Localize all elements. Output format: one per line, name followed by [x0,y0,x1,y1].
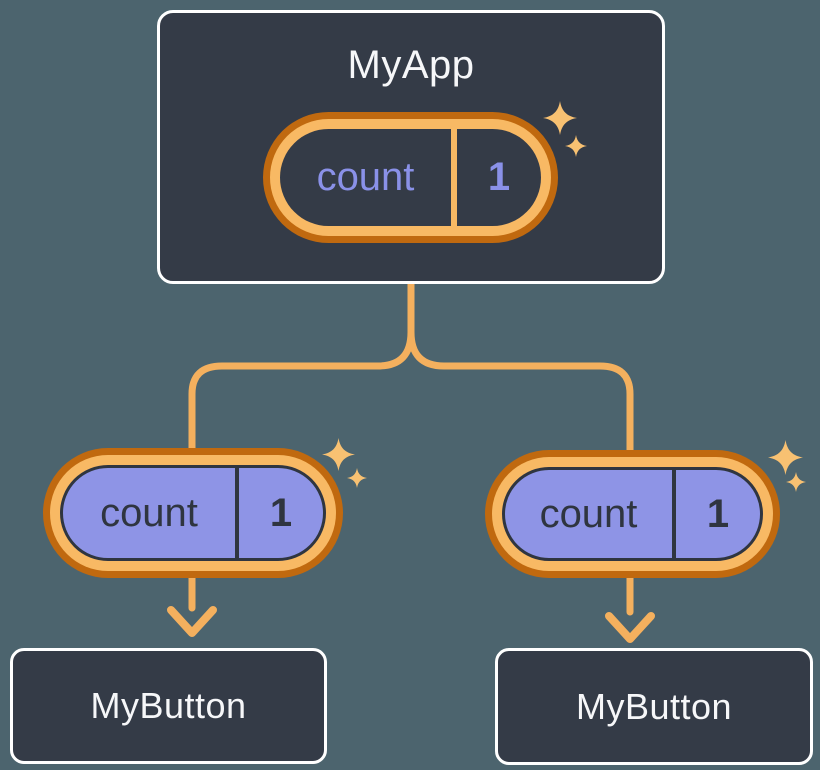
node-mybutton-right: MyButton [495,648,813,765]
pill-divider [451,129,457,226]
pill-divider [672,470,676,558]
arrow-down-icon [605,612,655,643]
pill-inner-ring: count 1 [270,119,551,236]
sparkle-icon [786,472,806,492]
pill-value-label: 1 [269,490,293,535]
sparkle-icon [543,101,577,135]
pill-divider [235,468,239,558]
arrow-down-icon [167,606,217,637]
pill-name-label: count [100,490,198,535]
prop-pill-mybutton-left: count 1 [43,448,343,578]
pill-value-label: 1 [487,155,511,199]
prop-pill-mybutton-right: count 1 [485,450,780,578]
sparkle-icon [322,438,355,471]
sparkle-icon [768,440,803,475]
sparkle-icon [347,468,367,488]
pill-inner-ring: count 1 [492,457,773,571]
node-title: MyButton [90,685,247,726]
pill-outer-ring: count 1 [485,450,780,578]
pill-outer-ring: count 1 [263,112,558,243]
pill-outer-ring: count 1 [43,448,343,578]
pill-body: count 1 [60,465,326,561]
pill-name-label: count [316,155,415,199]
node-title: MyApp [347,43,475,87]
pill-body: count 1 [280,129,541,226]
pill-inner-ring: count 1 [50,455,336,571]
pill-name-label: count [539,491,638,536]
sparkle-icon [565,135,587,157]
pill-body: count 1 [502,467,763,561]
node-title: MyButton [575,685,733,727]
pill-value-label: 1 [706,491,730,536]
connector-right-branch [407,280,634,616]
node-mybutton-left: MyButton [10,648,327,764]
state-pill-myapp: count 1 [263,112,558,243]
